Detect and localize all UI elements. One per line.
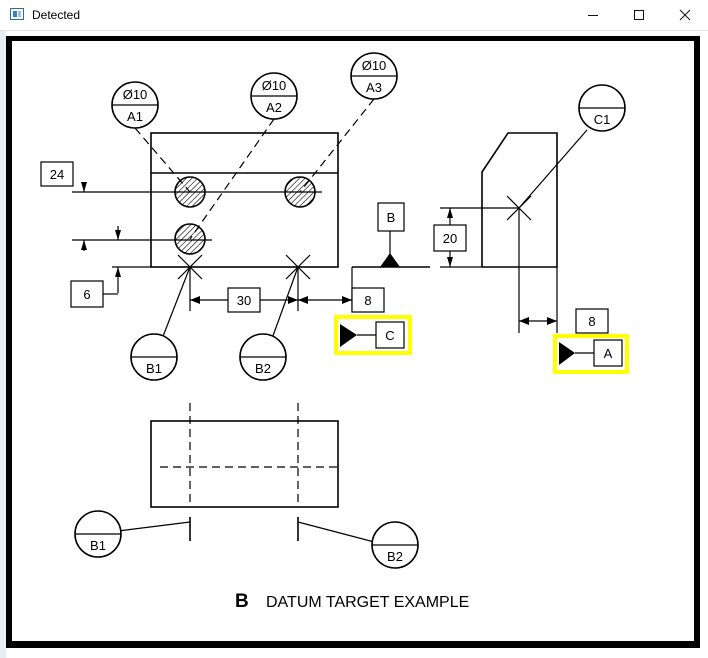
side-view-part [481,132,558,268]
left-window-edge [0,31,6,658]
target-size-a2: Ø10 [262,78,287,93]
svg-text:30: 30 [237,293,251,308]
close-button[interactable] [662,0,708,30]
target-size-a1: Ø10 [123,87,148,102]
datum-feature-a-highlighted: A [553,334,629,374]
target-label-b1-front: B1 [146,361,162,376]
svg-text:A: A [604,346,613,361]
target-symbol-b2-front: B2 [239,333,287,381]
minimize-icon [588,15,598,16]
target-label-b2-plan: B2 [387,549,403,564]
dimension-8-side: 8 [575,308,609,334]
figure-caption: B DATUM TARGET EXAMPLE [235,591,469,612]
target-label-b1-plan: B1 [90,538,106,553]
dashed-leaders [134,98,375,240]
target-size-a3: Ø10 [362,58,387,73]
svg-text:8: 8 [588,314,595,329]
target-label-a3: A3 [366,80,382,95]
svg-text:24: 24 [50,167,64,182]
target-symbol-b1-plan: B1 [74,510,122,558]
target-symbol-a3: Ø10 A3 [350,52,398,100]
dimension-30: 30 [227,287,261,313]
close-icon [679,9,691,21]
minimize-button[interactable] [570,0,616,30]
datum-target-drawing: Ø10 A1 Ø10 A2 Ø10 A3 C1 [40,52,629,612]
target-symbol-a2: Ø10 A2 [250,72,298,120]
window-titlebar: Detected [0,0,708,31]
caption-letter: B [235,591,249,612]
target-label-a1: A1 [127,109,143,124]
plan-view-part [150,420,339,508]
front-view-part [150,132,339,268]
maximize-icon [634,10,644,20]
image-frame: Ø10 A1 Ø10 A2 Ø10 A3 C1 [6,36,700,648]
dimension-6: 6 [70,280,118,308]
svg-text:C: C [385,328,394,343]
svg-text:8: 8 [364,293,371,308]
dimension-8-front: 8 [351,287,385,313]
dimension-24: 24 [40,161,74,187]
maximize-button[interactable] [616,0,662,30]
svg-text:6: 6 [83,287,90,302]
image-canvas: Ø10 A1 Ø10 A2 Ø10 A3 C1 [12,41,694,641]
target-label-a2: A2 [266,100,282,115]
target-label-b2-front: B2 [255,361,271,376]
target-symbol-a1: Ø10 A1 [111,81,159,129]
detection-highlight-a [553,334,629,374]
dimension-20: 20 [433,224,467,252]
datum-feature-c-highlighted: C [334,315,412,355]
plan-view-hidden-lines [160,403,342,507]
caption-text: DATUM TARGET EXAMPLE [266,594,469,611]
target-symbol-b2-plan: B2 [371,521,419,569]
target-symbol-c1: C1 [578,84,626,132]
svg-text:20: 20 [443,231,457,246]
detection-highlight-c [334,315,412,355]
app-icon [10,8,24,20]
target-label-c1: C1 [594,112,611,127]
target-symbol-b1-front: B1 [130,333,178,381]
svg-text:B: B [387,210,396,225]
datum-feature-b: B [377,202,405,232]
window-title: Detected [32,8,81,22]
